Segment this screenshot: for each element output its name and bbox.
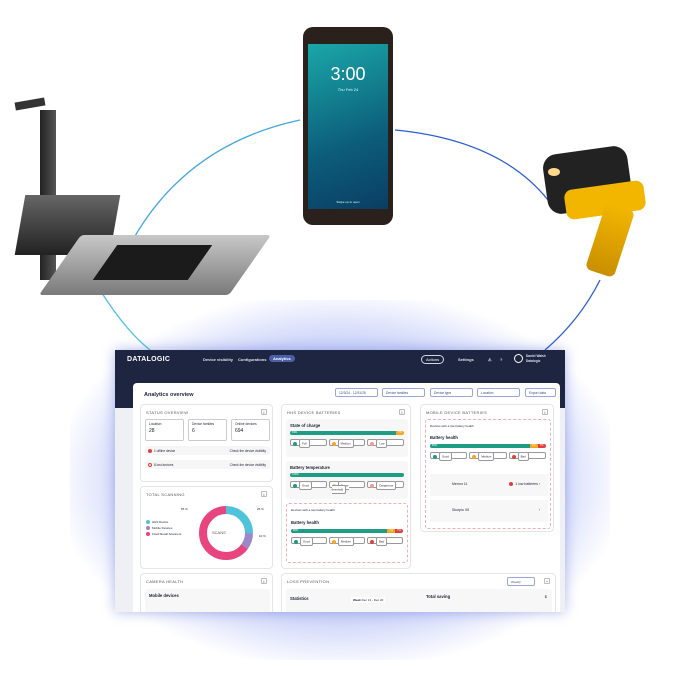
mobile-devices-label: Mobile devices xyxy=(149,593,179,598)
device-families-filter[interactable]: Device families xyxy=(382,388,425,397)
card-title: MOBILE DEVICE BATTERIES xyxy=(426,410,488,415)
bar-temp: 100% xyxy=(290,473,404,477)
info-icon[interactable]: i xyxy=(261,409,267,415)
total-saving-label: Total saving xyxy=(426,594,451,599)
phone-unlock-hint: Swipe up to open xyxy=(336,200,360,204)
scanning-donut-chart xyxy=(199,506,253,560)
device-row-skorpio-x5[interactable]: Skorpio X5› xyxy=(430,500,548,522)
donut-center-label: SCANS xyxy=(212,530,226,535)
bar-segment: 7% xyxy=(396,431,404,435)
card-title: HHS DEVICE BATTERIES xyxy=(287,410,341,415)
settings-button[interactable]: Settings xyxy=(458,357,474,362)
nav-analytics[interactable]: Analytics xyxy=(269,355,295,362)
nav-configurations[interactable]: Configurations xyxy=(238,357,267,362)
actions-button[interactable]: Actions xyxy=(421,355,445,364)
bar-hhs-health: 86%7%7% xyxy=(291,529,403,533)
legend-fixed: Fixed Retail Scanners xyxy=(146,531,181,537)
legend-medium: Medium xyxy=(328,439,366,448)
bar-segment: 7% xyxy=(529,444,538,448)
analytics-panel: Analytics overview 12/3/24 - 12/31/25 De… xyxy=(133,383,560,612)
bar-segment: 7% xyxy=(387,529,396,533)
bar-segment: 7% xyxy=(395,529,403,533)
week-range: Week Dec 13 - Dec 20 xyxy=(351,597,386,603)
mobile-batteries-card: MOBILE DEVICE BATTERIES i Devices with a… xyxy=(420,404,554,532)
legend-low: Low xyxy=(367,439,405,448)
statistics-label: Statistics xyxy=(290,596,309,601)
location-filter[interactable]: Location xyxy=(477,388,520,397)
bar-charge: 93%7% xyxy=(290,431,404,435)
bar-segment: 86% xyxy=(430,444,530,448)
info-icon[interactable]: i xyxy=(399,409,405,415)
bar-segment: 100% xyxy=(290,473,404,477)
bar-segment: 93% xyxy=(290,431,397,435)
info-icon[interactable]: i xyxy=(261,578,267,584)
slice-label-fixed: 65 % xyxy=(181,507,188,511)
legend-full: Full xyxy=(290,439,327,448)
scanning-legend: HHS Device Mobile Devices Fixed Retail S… xyxy=(146,519,181,537)
slice-label-mobile: 10 % xyxy=(259,534,266,538)
date-range-filter[interactable]: 12/3/24 - 12/31/25 xyxy=(335,388,378,397)
slice-label-hhs: 25 % xyxy=(257,507,264,511)
avatar[interactable] xyxy=(514,354,523,363)
bar-mobile-health: 86%7%7% xyxy=(430,444,546,448)
bell-icon[interactable]: ⚠ xyxy=(488,357,492,362)
card-title: STATUS OVERVIEW xyxy=(146,410,189,415)
collapse-icon[interactable]: ^ xyxy=(544,578,550,584)
page-title: Analytics overview xyxy=(144,392,194,398)
info-icon[interactable]: i xyxy=(261,491,267,497)
legend-mobile: Mobile Devices xyxy=(146,525,181,531)
loss-prevention-card: LOSS PREVENTION Weekly ^ Statistics Week… xyxy=(281,573,556,612)
low-battery-health-panel: Devices with a low battery health Batter… xyxy=(425,419,551,529)
low-battery-health-panel: Devices with a low battery health Batter… xyxy=(286,503,408,563)
period-select[interactable]: Weekly xyxy=(507,577,535,586)
phone-time: 3:00 xyxy=(330,64,366,84)
bar-segment: 7% xyxy=(537,444,546,448)
total-scanning-card: TOTAL SCANNING i HHS Device Mobile Devic… xyxy=(140,486,273,569)
nav-device-visibility[interactable]: Device visibility xyxy=(203,357,234,362)
mobile-computer-image: 3:00 Thu Feb 24 Swipe up to open xyxy=(303,27,393,225)
handheld-scanner-image xyxy=(540,140,660,280)
fixed-retail-scanner-image xyxy=(0,95,272,315)
analytics-dashboard: DATALOGIC Device visibility Configuratio… xyxy=(115,350,565,612)
card-title: CAMERA HEALTH xyxy=(146,579,184,584)
card-title: TOTAL SCANNING xyxy=(146,492,185,497)
hhs-batteries-card: HHS DEVICE BATTERIES i State of charge 9… xyxy=(281,404,411,569)
device-type-filter[interactable]: Device type xyxy=(430,388,473,397)
donut-slice-fixed-retail-scanners xyxy=(199,506,253,560)
datalogic-logo: DATALOGIC xyxy=(127,356,171,363)
phone-date: Thu Feb 24 xyxy=(337,87,359,92)
card-title: LOSS PREVENTION xyxy=(287,579,330,584)
help-icon[interactable]: ? xyxy=(500,357,503,362)
bar-segment: 86% xyxy=(291,529,388,533)
camera-health-card: CAMERA HEALTH i Mobile devices xyxy=(140,573,273,612)
export-data-button[interactable]: Export data xyxy=(525,388,556,397)
user-name: Daniel Walsh xyxy=(526,354,546,358)
user-org: Datalogic xyxy=(526,359,541,363)
legend-hhs: HHS Device xyxy=(146,519,181,525)
info-icon[interactable]: i xyxy=(542,409,548,415)
